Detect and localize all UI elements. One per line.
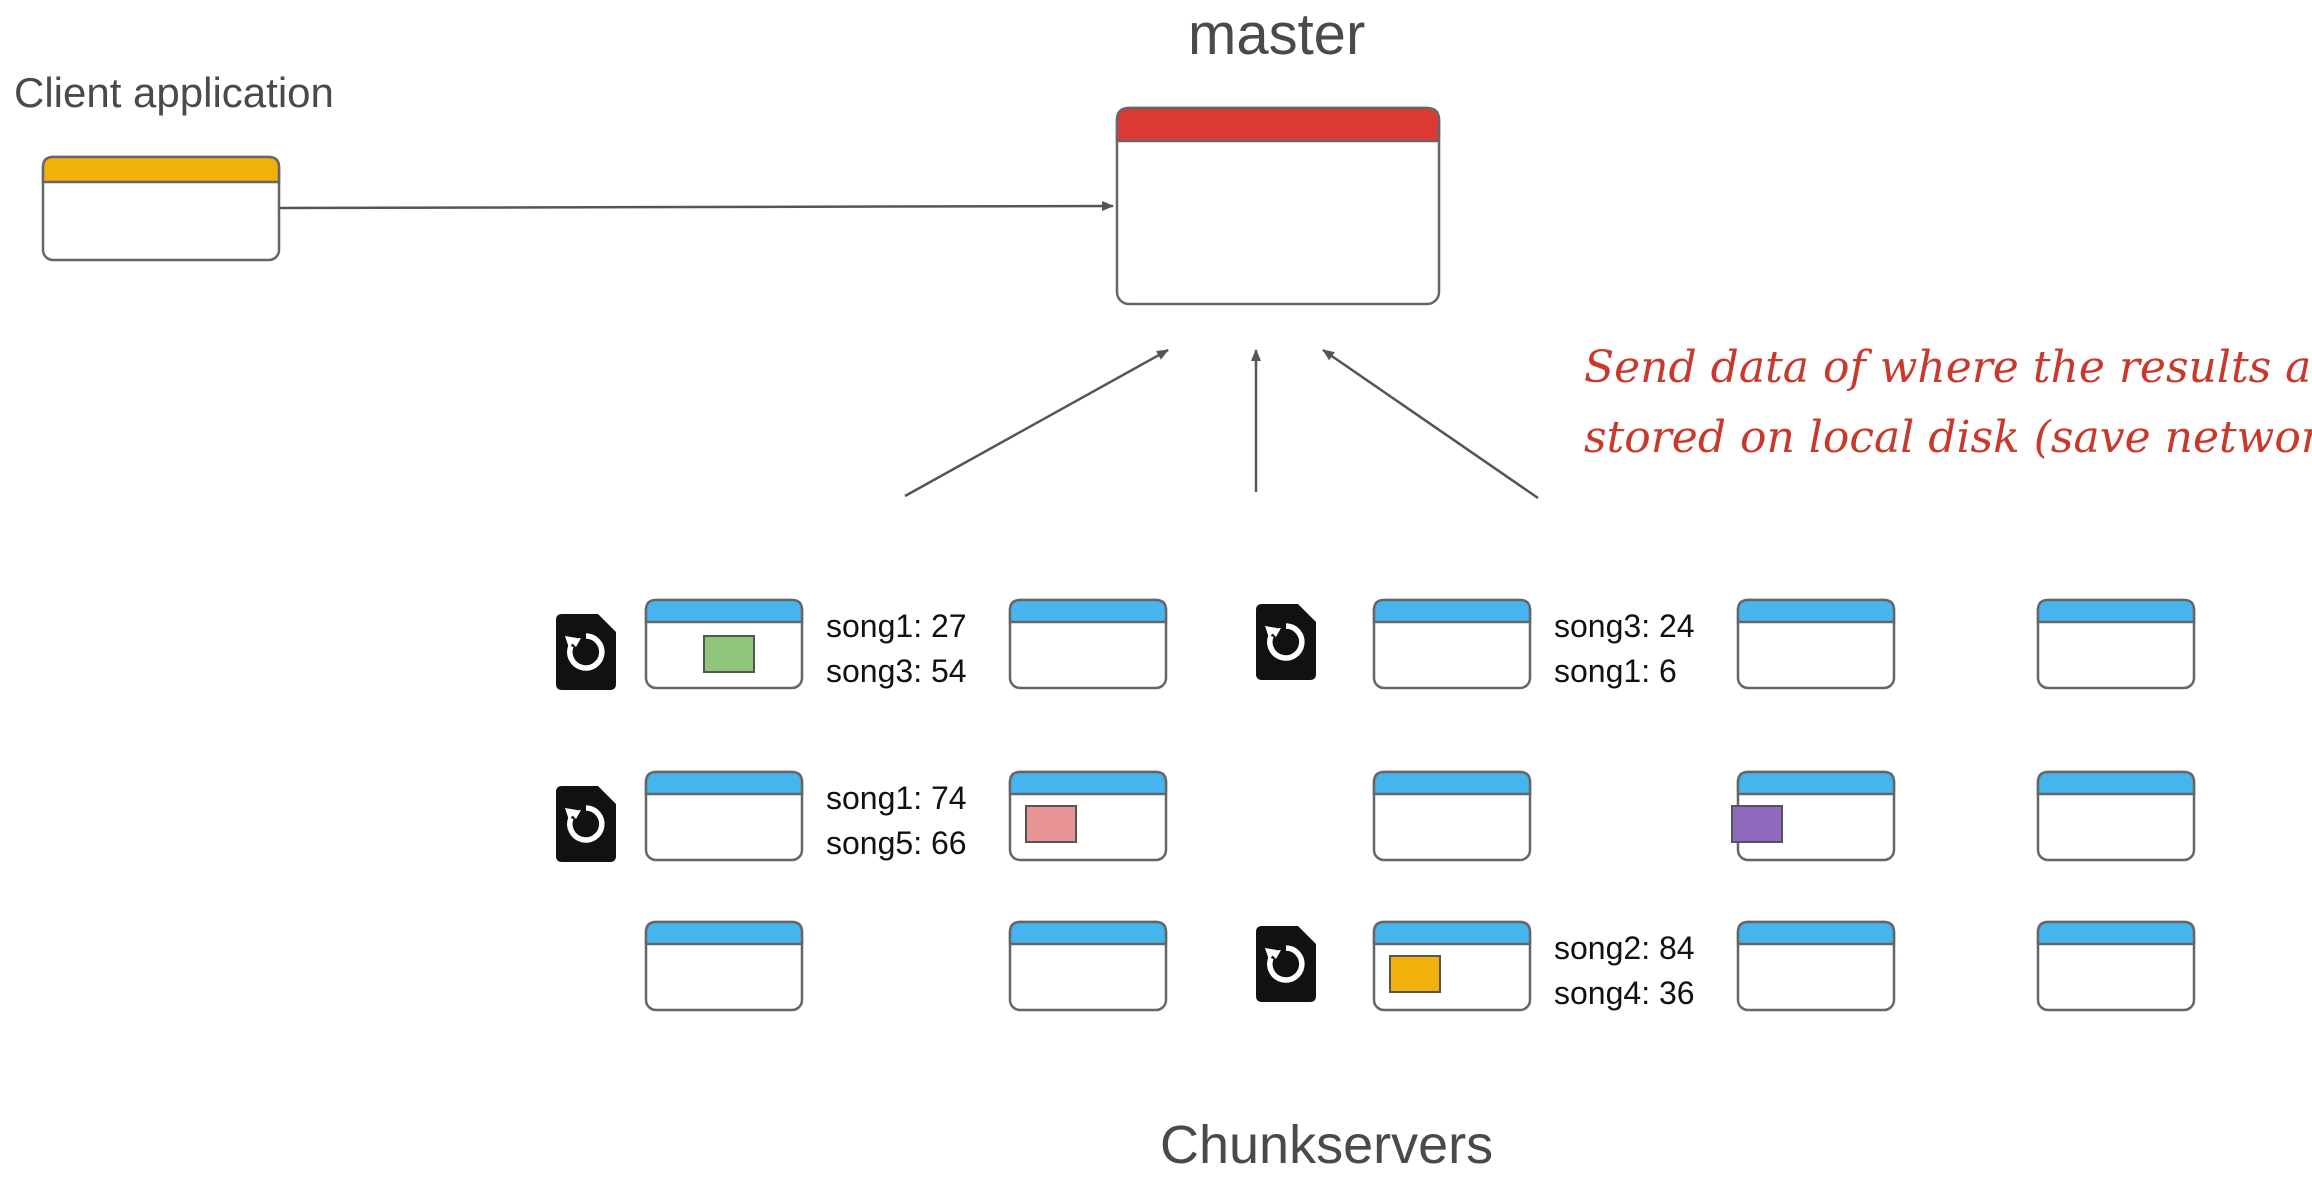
chunkserver (1736, 920, 1896, 1012)
result-line: song3: 54 (826, 652, 967, 689)
result-line: song4: 36 (1554, 974, 1695, 1011)
client-to-master-arrow (278, 201, 1114, 212)
chunkserver (1372, 770, 1532, 862)
chunkserver (1008, 920, 1168, 1012)
chunk-green (703, 635, 755, 673)
chunkserver-grid (644, 598, 2196, 1012)
chunkserver (644, 770, 804, 862)
chunkserver (644, 920, 804, 1012)
annotation-line-1: Send data of where the results are (1584, 342, 2312, 393)
result-stats: song3: 24 song1: 6 (1554, 604, 1695, 694)
client-application-label: Client application (14, 69, 334, 116)
chunkserver (2036, 920, 2196, 1012)
annotation-line-2: stored on local disk (save network) (1584, 412, 2312, 463)
chunkserver-to-master-arrow-right (1322, 348, 1539, 500)
chunkserver (1008, 598, 1168, 690)
chunkserver (1372, 598, 1532, 690)
master-box (1115, 106, 1441, 306)
chunk-purple (1731, 805, 1783, 843)
file-refresh-icon (1256, 926, 1316, 1002)
result-stats: song2: 84 song4: 36 (1554, 926, 1695, 1016)
chunkserver (2036, 598, 2196, 690)
result-stats: song1: 74 song5: 66 (826, 776, 967, 866)
chunkserver-to-master-arrow-left (904, 348, 1169, 498)
result-line: song5: 66 (826, 824, 967, 861)
result-line: song1: 74 (826, 780, 967, 816)
chunk-pink (1025, 805, 1077, 843)
result-line: song1: 6 (1554, 652, 1677, 689)
client-application-box (41, 155, 281, 262)
chunk-orange (1389, 955, 1441, 993)
result-stats: song1: 27 song3: 54 (826, 604, 967, 694)
result-line: song1: 27 (826, 608, 967, 644)
result-line: song3: 24 (1554, 608, 1695, 644)
file-refresh-icon (556, 614, 616, 690)
file-refresh-icon (1256, 604, 1316, 680)
chunkserver (2036, 770, 2196, 862)
result-line: song2: 84 (1554, 930, 1695, 966)
chunkserver (1736, 598, 1896, 690)
file-refresh-icon (556, 786, 616, 862)
master-label: master (1188, 2, 1366, 67)
chunkservers-label: Chunkservers (1160, 1115, 1494, 1175)
